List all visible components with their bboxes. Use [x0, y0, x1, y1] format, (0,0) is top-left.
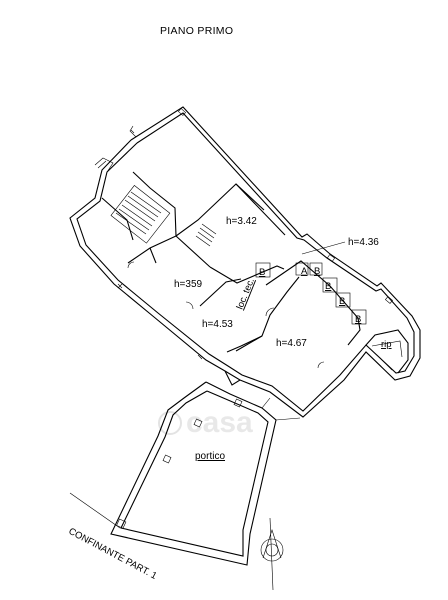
label-rip: rip	[381, 339, 392, 350]
stair-icon	[110, 185, 171, 244]
label-b4: B	[355, 314, 361, 325]
watermark-text: casa	[186, 406, 253, 439]
small-stair-icon	[195, 223, 217, 247]
box-a	[295, 262, 309, 276]
box-b5	[309, 262, 323, 276]
label-b1: B	[259, 267, 265, 278]
label-h467: h=4.67	[276, 338, 307, 349]
label-h359: h=359	[174, 279, 203, 290]
label-a: A	[301, 266, 308, 277]
label-h453: h=4.53	[202, 319, 233, 330]
box-b1	[255, 262, 271, 278]
label-h342: h=3.42	[226, 216, 257, 227]
plan-title: PIANO PRIMO	[160, 25, 233, 37]
label-b2: B	[325, 281, 331, 292]
label-loc-tec: loc. tec.	[235, 277, 257, 311]
box-b4	[351, 309, 367, 325]
label-b3: B	[339, 296, 345, 307]
boundary-line	[69, 492, 121, 529]
box-b3	[335, 292, 351, 308]
label-h436: h=4.36	[348, 237, 379, 248]
markers	[117, 129, 203, 360]
watermark: casa	[158, 406, 253, 439]
upper-building	[69, 106, 421, 418]
portico-block	[110, 381, 301, 566]
box-b2	[322, 277, 338, 293]
label-b5: B	[314, 266, 320, 277]
label-portico: portico	[195, 451, 225, 462]
north-arrow-icon	[260, 517, 284, 591]
